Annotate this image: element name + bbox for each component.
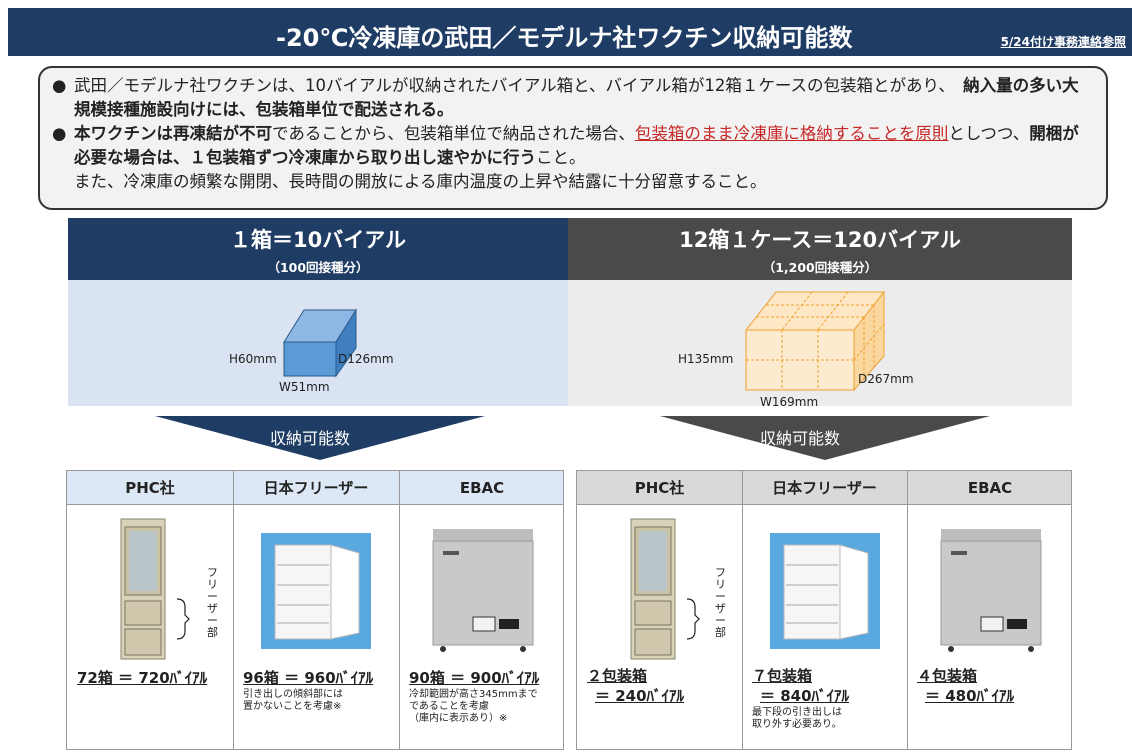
note-line2-d: としつつ、: [948, 124, 1030, 143]
left-column-subtitle: （100回接種分）: [267, 260, 369, 275]
note-line3: また、冷凍庫の頻繁な開閉、長時間の開放による庫内温度の上昇や結露に十分留意するこ…: [74, 172, 767, 191]
note-item-1: ● 武田／モデルナ社ワクチンは、10バイアルが収納されたバイアル箱と、バイアル箱が…: [52, 74, 1094, 122]
left-arrow-label: 収納可能数: [270, 429, 351, 448]
page-title: -20℃冷凍庫の武田／モデルナ社ワクチン収納可能数: [276, 24, 853, 52]
left-capacity-table: PHC社 日本フリーザー EBAC フリーザー部 72箱 ＝ 720ﾊﾞｲｱﾙ …: [66, 470, 564, 750]
ebac-freezer-icon: [940, 529, 1042, 652]
right-header-nihon-freezer: 日本フリーザー: [772, 479, 877, 497]
phc-freezer-icon: [120, 518, 190, 660]
case-height-label: H135mm: [678, 352, 734, 366]
vial-box-icon: [283, 308, 357, 378]
left-header-nihon-freezer: 日本フリーザー: [263, 479, 369, 497]
right-down-arrow-icon: [660, 416, 990, 460]
case-width-label: W169mm: [760, 395, 819, 409]
left-cell-ebac: 90箱 ＝ 900ﾊﾞｲｱﾙ 冷却範囲が高さ345mmまで であることを考慮 （…: [399, 505, 565, 751]
box-depth-label: D126mm: [338, 352, 394, 366]
left-note-nihon-freezer: 引き出しの傾斜部には 置かないことを考慮※: [243, 689, 343, 712]
reference-link[interactable]: 5/24付け事務連絡参照: [1000, 35, 1126, 49]
divider: [233, 471, 234, 749]
right-cell-nihon-freezer: ７包装箱 ＝ 840ﾊﾞｲｱﾙ 最下段の引き出しは 取り外す必要あり。: [742, 505, 907, 751]
freezer-section-label: フリーザー部: [207, 566, 218, 639]
left-cell-phc: フリーザー部 72箱 ＝ 720ﾊﾞｲｱﾙ: [67, 505, 233, 751]
divider: [907, 471, 908, 749]
left-down-arrow-icon: [155, 416, 485, 460]
left-header-phc: PHC社: [125, 479, 175, 497]
nihon-freezer-icon: [261, 533, 371, 649]
right-column-header: 12箱１ケース＝120バイアル （1,200回接種分）: [568, 218, 1072, 280]
left-column-title: １箱＝10バイアル: [229, 228, 406, 252]
right-capacity-nihon-vials: ＝ 840ﾊﾞｲｱﾙ: [760, 687, 850, 705]
freezer-section-label: フリーザー部: [715, 566, 726, 639]
left-header-ebac: EBAC: [459, 479, 505, 497]
right-column-title: 12箱１ケース＝120バイアル: [679, 228, 961, 252]
note-item-2: ● 本ワクチンは再凍結が不可であることから、包装箱単位で納品された場合、包装箱のま…: [52, 122, 1094, 170]
right-capacity-ebac-vials: ＝ 480ﾊﾞｲｱﾙ: [925, 687, 1015, 705]
left-table-header-row: PHC社 日本フリーザー EBAC: [67, 471, 563, 505]
left-cell-nihon-freezer: 96箱 ＝ 960ﾊﾞｲｱﾙ 引き出しの傾斜部には 置かないことを考慮※: [233, 505, 399, 751]
right-capacity-table: PHC社 日本フリーザー EBAC フリーザー部 ２包装箱 ＝ 240ﾊﾞｲｱﾙ: [576, 470, 1072, 750]
note-line2-e: 開梱が必要な場合は、１包装箱ずつ冷凍庫から取り出し速やかに行う: [74, 124, 1079, 167]
right-cell-ebac: ４包装箱 ＝ 480ﾊﾞｲｱﾙ: [907, 505, 1073, 751]
case-depth-label: D267mm: [858, 372, 914, 386]
header-bar: -20℃冷凍庫の武田／モデルナ社ワクチン収納可能数 5/24付け事務連絡参照: [8, 8, 1132, 56]
note-line1-b: 納入量の多い大規模接種施設向けには、包装箱単位で配送される。: [74, 76, 1079, 119]
left-note-ebac: 冷却範囲が高さ345mmまで であることを考慮 （庫内に表示あり）※: [409, 689, 538, 724]
right-cell-phc: フリーザー部 ２包装箱 ＝ 240ﾊﾞｲｱﾙ: [577, 505, 742, 751]
box-width-label: W51mm: [279, 380, 330, 394]
case-box-icon: [744, 290, 886, 392]
right-header-ebac: EBAC: [967, 479, 1013, 497]
right-note-nihon-freezer: 最下段の引き出しは 取り外す必要あり。: [752, 707, 842, 730]
right-table-header-row: PHC社 日本フリーザー EBAC: [577, 471, 1071, 505]
vial-box-illustration: H60mm D126mm W51mm: [68, 280, 568, 406]
case-illustration: H135mm D267mm W169mm: [568, 280, 1072, 409]
right-capacity-phc-count: ２包装箱: [587, 667, 648, 685]
phc-freezer-icon: [630, 518, 700, 660]
left-column-header: １箱＝10バイアル （100回接種分）: [68, 218, 568, 280]
note-line2-c: 包装箱のまま冷凍庫に格納することを原則: [634, 124, 949, 143]
divider: [742, 471, 743, 749]
left-capacity-ebac: 90箱 ＝ 900ﾊﾞｲｱﾙ: [409, 669, 540, 687]
note-line2-f: こと。: [536, 148, 586, 167]
right-header-phc: PHC社: [634, 479, 685, 497]
bullet-icon: ●: [52, 124, 67, 143]
note-line2-b: であることから、包装箱単位で納品された場合、: [272, 124, 635, 143]
note-line1-a: 武田／モデルナ社ワクチンは、10バイアルが収納されたバイアル箱と、バイアル箱が1…: [74, 76, 947, 95]
right-capacity-nihon-count: ７包装箱: [752, 667, 813, 685]
left-capacity-phc: 72箱 ＝ 720ﾊﾞｲｱﾙ: [77, 669, 208, 687]
divider: [399, 471, 400, 749]
left-capacity-nihon-freezer: 96箱 ＝ 960ﾊﾞｲｱﾙ: [243, 669, 374, 687]
nihon-freezer-icon: [770, 533, 880, 649]
note-line2-a: 本ワクチンは再凍結が不可: [74, 124, 272, 143]
note-box: ● 武田／モデルナ社ワクチンは、10バイアルが収納されたバイアル箱と、バイアル箱が…: [38, 66, 1108, 210]
right-arrow-label: 収納可能数: [760, 429, 841, 448]
ebac-freezer-icon: [432, 529, 534, 652]
box-height-label: H60mm: [229, 352, 277, 366]
right-capacity-ebac-count: ４包装箱: [917, 667, 978, 685]
right-capacity-phc-vials: ＝ 240ﾊﾞｲｱﾙ: [595, 687, 685, 705]
note-item-3: また、冷凍庫の頻繁な開閉、長時間の開放による庫内温度の上昇や結露に十分留意するこ…: [52, 170, 1094, 194]
right-column-subtitle: （1,200回接種分）: [762, 260, 878, 275]
bullet-icon: ●: [52, 76, 67, 95]
